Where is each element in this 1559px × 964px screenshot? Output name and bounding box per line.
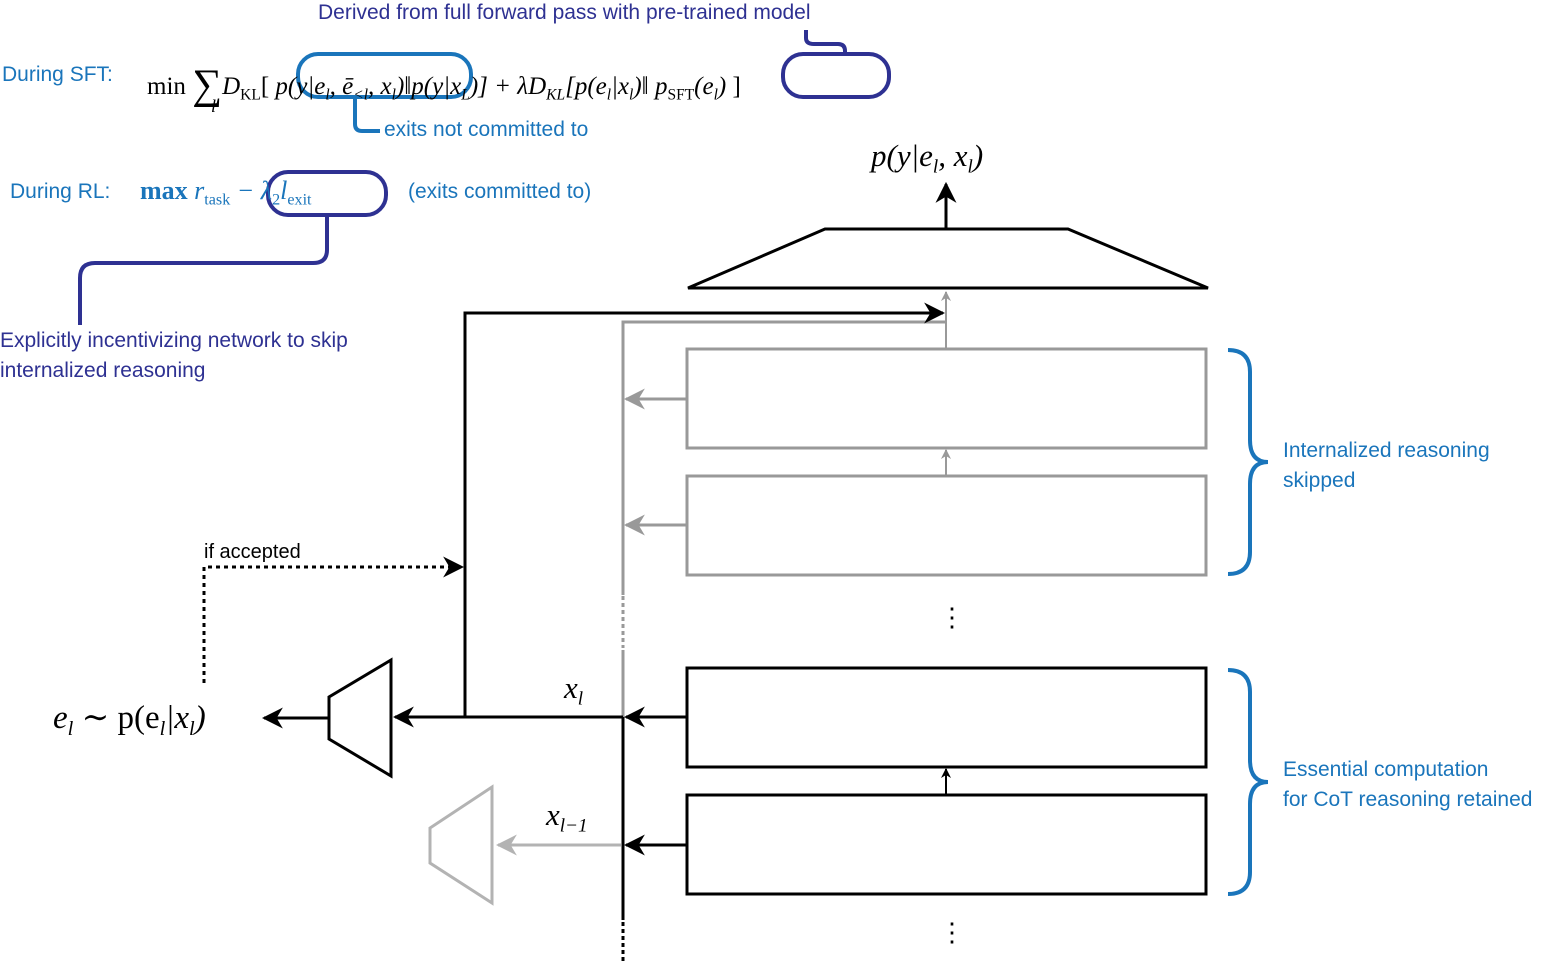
layers-ellipsis-bottom: ⋮ bbox=[939, 918, 965, 947]
layer-box-skipped-upper bbox=[685, 347, 1208, 450]
layer-box-skipped-lower bbox=[685, 474, 1208, 577]
rl-objective: max rtask − λ2lexit bbox=[140, 176, 312, 210]
if-accepted-dotted-path bbox=[202, 556, 465, 683]
output-head-trapezoid bbox=[687, 227, 1209, 290]
connector-derived-note bbox=[804, 30, 847, 55]
xl-minus-1-label: xl−1 bbox=[546, 797, 588, 837]
sft-open-bracket: [ bbox=[260, 73, 270, 100]
incentive-note-line1: Explicitly incentivizing network to skip bbox=[0, 329, 348, 352]
exits-not-committed-note: exits not committed to bbox=[384, 118, 589, 141]
incentive-note: Explicitly incentivizing network to skip… bbox=[0, 326, 348, 386]
exit-sampling-label: el ∼ p(el|xl) bbox=[53, 700, 206, 741]
sft-sum: ∑ bbox=[192, 62, 223, 108]
skipped-label-line1: Internalized reasoning bbox=[1283, 439, 1490, 462]
exit-head-trapezoid bbox=[327, 657, 393, 779]
retained-bracket-label: Essential computation for CoT reasoning … bbox=[1283, 755, 1532, 815]
skipped-bracket-label: Internalized reasoning skipped bbox=[1283, 436, 1490, 496]
highlight-term1-box bbox=[296, 52, 473, 99]
highlight-psft-box bbox=[781, 52, 891, 99]
connector-incentive-note bbox=[78, 215, 329, 325]
exits-committed-note: (exits committed to) bbox=[408, 180, 592, 203]
sft-target: ‖p(y|xL)] + λDKL[p(el|xl)‖ bbox=[404, 73, 649, 104]
rl-penalty: − λ2lexit bbox=[236, 176, 312, 209]
skipped-path-gray bbox=[621, 320, 946, 595]
retained-label-line1: Essential computation bbox=[1283, 758, 1489, 781]
sft-psft-term: pSFT(el) bbox=[654, 73, 727, 104]
sft-term1: p(y|el, ē<l, xl) bbox=[275, 73, 405, 104]
layer-box-retained-upper bbox=[685, 666, 1208, 769]
prev-exit-head-trapezoid bbox=[428, 784, 494, 906]
derived-note: Derived from full forward pass with pre-… bbox=[318, 1, 811, 24]
sft-sum-index: l bbox=[211, 96, 217, 116]
xl-label: xl bbox=[564, 670, 584, 710]
sft-close-bracket: ] bbox=[732, 73, 741, 100]
incentive-note-line2: internalized reasoning bbox=[0, 359, 206, 382]
brace-skipped bbox=[1227, 348, 1269, 576]
rl-reward: rtask bbox=[194, 176, 231, 209]
layers-ellipsis-middle: ⋮ bbox=[939, 603, 965, 632]
rl-label: During RL: bbox=[10, 180, 111, 203]
accepted-exit-path bbox=[463, 302, 946, 719]
layer-box-retained-lower bbox=[685, 793, 1208, 896]
rl-max: max bbox=[140, 176, 188, 205]
skipped-label-line2: skipped bbox=[1283, 469, 1356, 492]
sft-dkl1-sub: KL bbox=[240, 86, 261, 104]
sft-min: min bbox=[147, 73, 186, 100]
brace-retained bbox=[1227, 668, 1269, 896]
sft-label: During SFT: bbox=[2, 63, 113, 86]
retained-label-line2: for CoT reasoning retained bbox=[1283, 788, 1533, 811]
sft-objective: min ∑DKL[ p(y|el, ē<l, xl)‖p(y|xL)] + λD… bbox=[147, 57, 741, 108]
output-distribution-label: p(y|el, xl) bbox=[871, 138, 984, 178]
sft-dkl1: D bbox=[222, 73, 241, 100]
connector-exits-not-committed bbox=[353, 97, 380, 133]
if-accepted-label: if accepted bbox=[204, 541, 301, 563]
